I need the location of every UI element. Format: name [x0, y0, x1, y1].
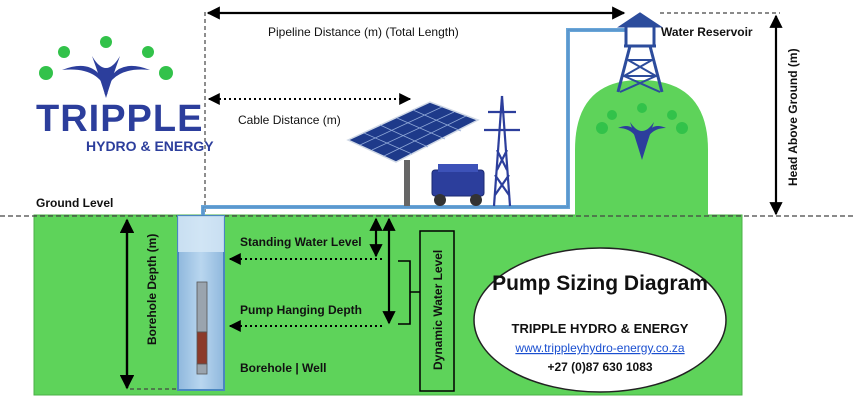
hill-logo-icon	[596, 103, 688, 160]
water-tower-icon	[616, 12, 664, 93]
dynamic-water-level-label: Dynamic Water Level	[431, 250, 445, 370]
borehole-well-label: Borehole | Well	[240, 361, 326, 375]
logo-brand-main: TRIPPLE	[36, 98, 203, 140]
company-phone: +27 (0)87 630 1083	[547, 360, 652, 374]
generator-icon	[431, 164, 485, 206]
company-website-link[interactable]: www.trippleyhydro-energy.co.za	[514, 341, 685, 355]
info-ellipse	[473, 247, 727, 393]
water-reservoir-label: Water Reservoir	[661, 25, 753, 39]
submersible-pump-icon	[196, 281, 208, 375]
head-above-ground-label: Head Above Ground (m)	[786, 48, 800, 186]
diagram-title: Pump Sizing Diagram	[492, 272, 708, 295]
standing-water-label: Standing Water Level	[240, 235, 362, 249]
company-name: TRIPPLE HYDRO & ENERGY	[512, 321, 689, 336]
pipeline-distance-label: Pipeline Distance (m) (Total Length)	[268, 25, 459, 39]
company-logo	[39, 36, 173, 98]
solar-panel-icon	[346, 101, 480, 206]
borehole-depth-label: Borehole Depth (m)	[145, 234, 159, 345]
cable-distance-label: Cable Distance (m)	[238, 113, 341, 127]
power-pylon-icon	[484, 95, 520, 207]
logo-brand-sub: HYDRO & ENERGY	[86, 138, 214, 154]
dynamic-water-level-box	[419, 230, 455, 392]
ground-level-label: Ground Level	[36, 196, 113, 210]
dynamic-level-bracket	[398, 260, 420, 325]
pump-hanging-label: Pump Hanging Depth	[240, 303, 362, 317]
